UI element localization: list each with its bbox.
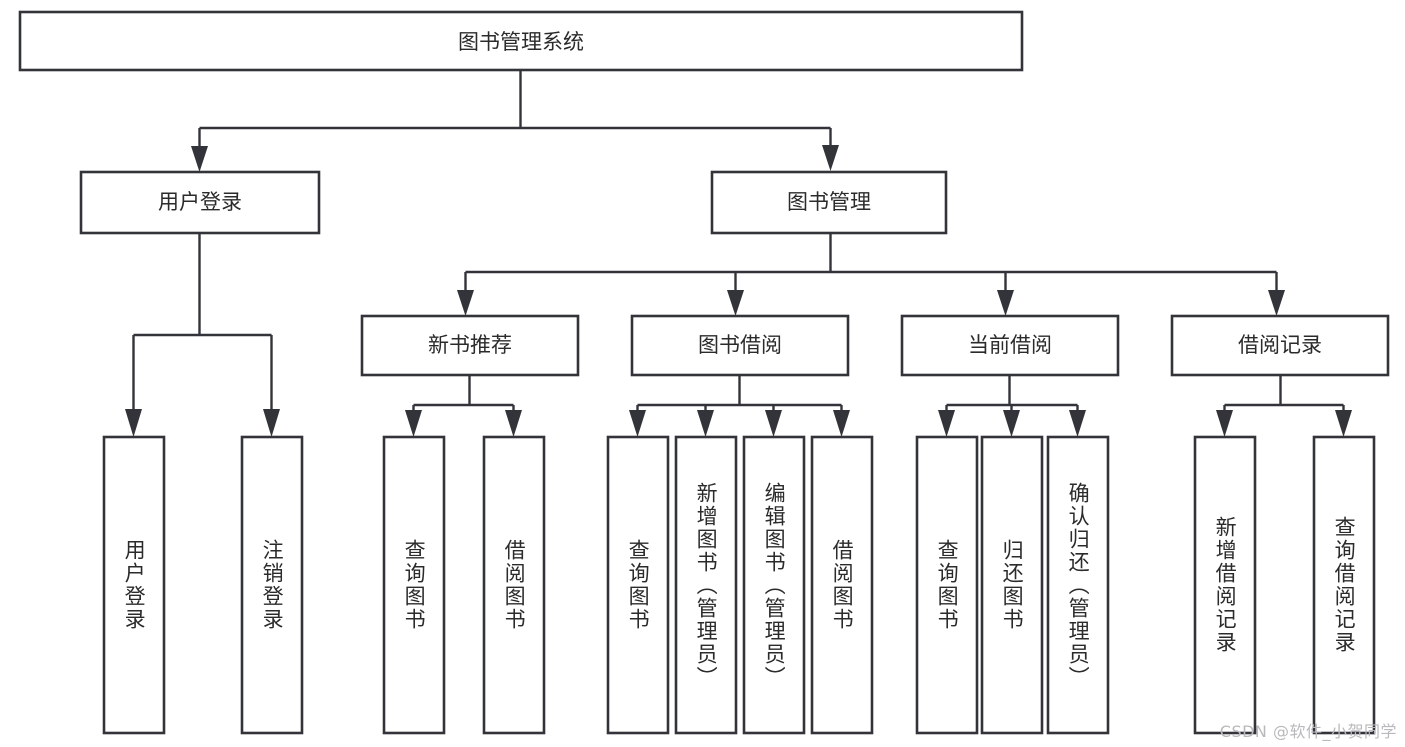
connector-layer <box>125 70 1352 437</box>
leaf-user-logout-rect[interactable] <box>240 435 304 735</box>
node-borrow-record-rect[interactable] <box>1170 314 1390 377</box>
arrow-leaf-return-book <box>1003 410 1020 437</box>
csdn-watermark: CSDN @软件_小贺同学 <box>1219 722 1397 741</box>
arrow-leaf-query-book-1 <box>405 410 422 437</box>
arrow-leaf-user-login <box>125 409 142 437</box>
leaf-borrow-book-1-rect[interactable] <box>482 435 546 735</box>
node-root-label: 图书管理系统 <box>458 30 584 54</box>
arrow-leaf-borrow-book-2 <box>833 410 850 437</box>
leaf-return-book-rect[interactable] <box>980 435 1044 735</box>
leaf-borrow-book-2-rect[interactable] <box>810 435 874 735</box>
leaf-query-book-1-rect[interactable] <box>382 435 446 735</box>
leaf-query-record-rect[interactable] <box>1312 435 1376 735</box>
node-new-book-recommend[interactable]: 新书推荐 <box>360 314 580 377</box>
arrow-leaf-query-record <box>1335 410 1352 437</box>
node-current-borrow-label: 当前借阅 <box>968 333 1052 357</box>
leaf-add-record-rect[interactable] <box>1193 435 1257 735</box>
node-current-borrow-rect[interactable] <box>900 314 1120 377</box>
arrow-borrow-record <box>1268 290 1285 316</box>
node-book-borrow-label: 图书借阅 <box>698 333 782 357</box>
node-borrow-record-label: 借阅记录 <box>1238 333 1322 357</box>
arrow-user-login <box>191 146 208 172</box>
node-new-book-recommend-rect[interactable] <box>360 314 580 377</box>
arrow-leaf-confirm-return <box>1069 410 1086 437</box>
node-current-borrow[interactable]: 当前借阅 <box>900 314 1120 377</box>
leaf-add-book-rect[interactable] <box>674 435 738 735</box>
arrow-leaf-add-record <box>1216 410 1233 437</box>
node-book-borrow-rect[interactable] <box>630 314 850 377</box>
node-user-login-rect[interactable] <box>79 170 321 235</box>
node-new-book-recommend-label: 新书推荐 <box>428 333 512 357</box>
node-user-login[interactable]: 用户登录 <box>79 170 321 235</box>
arrow-book-manage <box>822 145 839 171</box>
node-borrow-record[interactable]: 借阅记录 <box>1170 314 1390 377</box>
node-book-manage-label: 图书管理 <box>787 190 871 214</box>
node-book-manage[interactable]: 图书管理 <box>710 170 948 235</box>
arrow-book-borrow <box>727 290 744 316</box>
leaf-query-book-2-rect[interactable] <box>606 435 670 735</box>
node-root-rect[interactable] <box>18 10 1024 72</box>
arrow-leaf-user-logout <box>263 409 280 437</box>
leaf-confirm-return-rect[interactable] <box>1046 435 1110 735</box>
node-user-login-label: 用户登录 <box>158 190 242 214</box>
leaf-query-book-3-rect[interactable] <box>915 435 979 735</box>
node-book-manage-rect[interactable] <box>710 170 948 235</box>
arrow-leaf-query-book-2 <box>629 410 646 437</box>
arrow-current-borrow <box>997 290 1014 316</box>
arrow-new-book <box>457 290 474 316</box>
arrow-leaf-borrow-book-1 <box>505 410 522 437</box>
arrow-leaf-add-book <box>697 410 714 437</box>
arrow-leaf-edit-book <box>765 410 782 437</box>
node-root[interactable]: 图书管理系统 <box>18 10 1024 72</box>
node-book-borrow[interactable]: 图书借阅 <box>630 314 850 377</box>
arrow-leaf-query-book-3 <box>938 410 955 437</box>
leaf-edit-book-rect[interactable] <box>742 435 806 735</box>
node-layer: 图书管理系统 用户登录 图书管理 新书推荐 图书借阅 <box>18 10 1390 735</box>
leaf-user-login-rect[interactable] <box>102 435 166 735</box>
